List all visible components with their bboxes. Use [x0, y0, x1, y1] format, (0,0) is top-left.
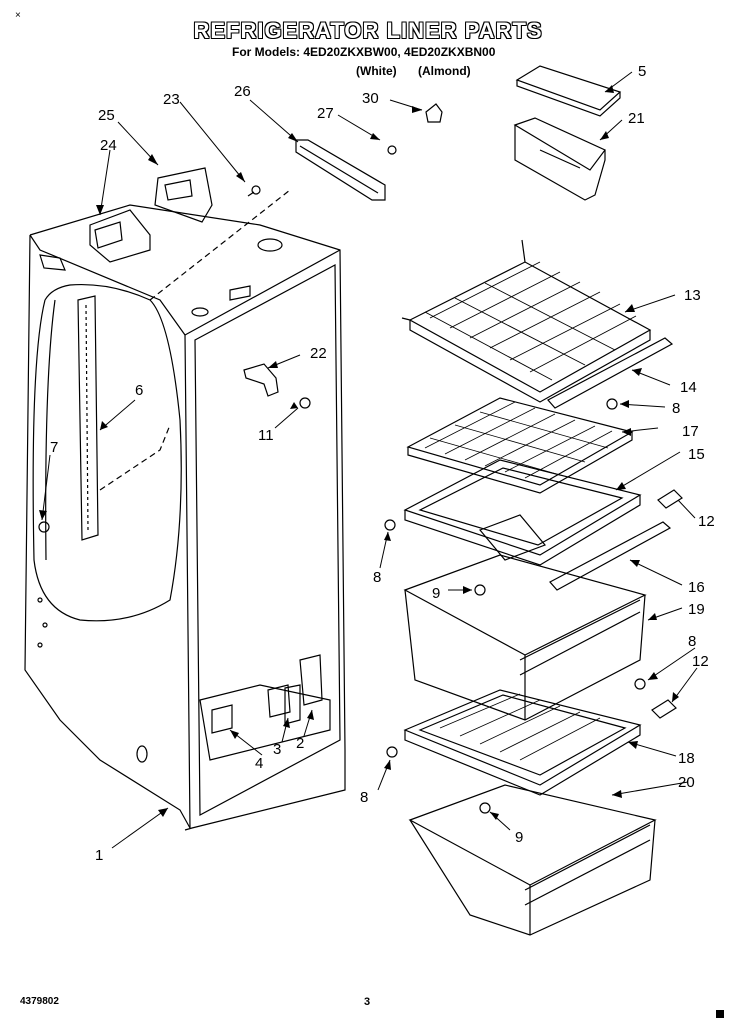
page-number: 3: [364, 996, 371, 1008]
callout-1: 1: [95, 847, 103, 864]
callout-30: 30: [362, 90, 379, 107]
callout-11: 11: [258, 427, 274, 444]
part-11-screw: [299, 397, 311, 409]
part-19-crisper: [403, 554, 647, 721]
callout-23: 23: [163, 91, 180, 108]
corner-mark: ×: [15, 10, 21, 21]
part-14-trim: [547, 337, 674, 409]
callout-5: 5: [638, 63, 646, 80]
page-title: REFRIGERATOR LINER PARTS: [193, 18, 543, 43]
part-13-shelf: [401, 239, 652, 403]
callout-12b: 12: [692, 653, 709, 670]
callout-6: 6: [135, 382, 143, 399]
models-line: For Models: 4ED20ZKXBW00, 4ED20ZKXBN00: [232, 45, 496, 59]
callout-24: 24: [100, 137, 117, 154]
callout-16: 16: [688, 579, 705, 596]
callout-8d: 8: [360, 789, 368, 806]
callout-9b: 9: [515, 829, 523, 846]
callout-labels: 1 2 3 4 5 6 7 8 8 8 8 9 9 11 12 12 13 14…: [50, 63, 715, 864]
part-30-clip: [425, 103, 443, 123]
part-8-screw: [384, 398, 646, 758]
arrow-heads: [39, 85, 679, 820]
part-16-trim: [549, 521, 672, 591]
corner-square-mark: [716, 1010, 724, 1018]
callout-3: 3: [273, 741, 281, 758]
callout-14: 14: [680, 379, 697, 396]
part-18-cover: [403, 689, 642, 796]
callout-7: 7: [50, 439, 58, 456]
callout-9a: 9: [432, 585, 440, 602]
callout-2: 2: [296, 735, 304, 752]
part-27-screw: [387, 145, 397, 155]
callout-15: 15: [688, 446, 705, 463]
callout-20: 20: [678, 774, 695, 791]
liner-cabinet: [24, 189, 346, 831]
callout-13: 13: [684, 287, 701, 304]
part-26-rail: [295, 139, 386, 201]
part-24-bracket: [89, 209, 151, 263]
callout-19: 19: [688, 601, 705, 618]
color-white-label: (White): [356, 64, 397, 78]
callout-21: 21: [628, 110, 645, 127]
part-5-lid: [515, 65, 622, 117]
callout-12a: 12: [698, 513, 715, 530]
part-12-clip: [651, 489, 683, 719]
part-17-shelf: [406, 397, 634, 494]
part-20-crisper: [408, 784, 657, 936]
callout-26: 26: [234, 83, 251, 100]
callout-8c: 8: [688, 633, 696, 650]
part-25-bracket: [154, 167, 213, 223]
callout-27: 27: [317, 105, 334, 122]
color-almond-label: (Almond): [418, 64, 471, 78]
part-21-bin: [513, 117, 606, 201]
part-22-bracket: [243, 363, 279, 397]
callout-8a: 8: [672, 400, 680, 417]
callout-18: 18: [678, 750, 695, 767]
part-7-screw: [38, 521, 50, 533]
leader-lines: [41, 71, 698, 849]
callout-17: 17: [682, 423, 699, 440]
part-23-screw: [247, 185, 261, 197]
callout-4: 4: [255, 755, 263, 772]
callout-8b: 8: [373, 569, 381, 586]
callout-25: 25: [98, 107, 115, 124]
part-9-screw: [474, 584, 491, 814]
callout-22: 22: [310, 345, 327, 362]
document-number: 4379802: [20, 996, 59, 1007]
part-15-frame: [403, 459, 642, 566]
